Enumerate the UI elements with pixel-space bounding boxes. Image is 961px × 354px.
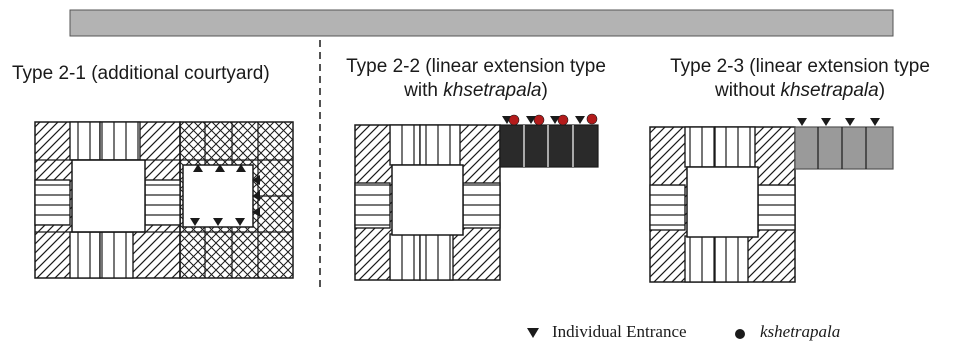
- legend-triangle-down-icon: [527, 328, 539, 338]
- legend-dot-icon: [735, 329, 745, 339]
- title-type-2-3-suffix: ): [878, 80, 886, 101]
- title-type-2-1-text: Type 2-1 (additional courtyard): [12, 63, 270, 84]
- entrance-triangle-icon: [215, 164, 225, 172]
- entrance-triangle-icon: [236, 164, 246, 172]
- title-type-2-3-prefix: without: [714, 80, 781, 101]
- plan-type-2-2: [354, 124, 599, 281]
- title-type-2-2-term: khsetrapala: [443, 80, 542, 101]
- kshetrapala-dots-type-2-2: [508, 113, 598, 126]
- title-type-2-1: Type 2-1 (additional courtyard): [12, 62, 270, 86]
- entrance-triangle-icon: [252, 207, 260, 217]
- entrance-triangle-icon: [821, 118, 831, 126]
- entrances-type-2-3: [797, 118, 880, 126]
- entrance-triangle-icon: [193, 164, 203, 172]
- entrance-triangle-icon: [575, 116, 585, 124]
- title-type-2-3-line1: Type 2-3 (linear extension type: [670, 56, 930, 77]
- title-type-2-3-line2: without khsetrapala): [650, 79, 950, 103]
- extension-block-grey: [794, 126, 894, 170]
- kshetrapala-dot-icon: [533, 114, 545, 126]
- legend-kshetrapala-label: kshetrapala: [760, 322, 841, 341]
- title-type-2-2-line1: Type 2-2 (linear extension type: [346, 56, 606, 77]
- kshetrapala-dot-icon: [586, 113, 598, 125]
- title-type-2-3: Type 2-3 (linear extension type without …: [650, 55, 950, 103]
- entrance-triangle-icon: [235, 218, 245, 226]
- entrance-triangle-icon: [845, 118, 855, 126]
- entrance-triangle-icon: [550, 116, 560, 124]
- plan-type-2-3: [649, 126, 894, 283]
- title-type-2-3-term: khsetrapala: [780, 80, 879, 101]
- title-type-2-2-line2: with khsetrapala): [326, 79, 626, 103]
- courtyard: [391, 164, 464, 236]
- courtyard-1: [71, 159, 146, 233]
- entrance-triangle-icon: [526, 116, 536, 124]
- entrance-triangle-icon: [252, 191, 260, 201]
- courtyard-2: [182, 164, 254, 228]
- entrances-type-2-1: [190, 164, 260, 226]
- courtyard: [686, 166, 759, 238]
- entrance-triangle-icon: [252, 175, 260, 185]
- entrance-triangle-icon: [797, 118, 807, 126]
- kshetrapala-dot-icon: [508, 114, 520, 126]
- entrance-triangle-icon: [870, 118, 880, 126]
- entrance-triangle-icon: [190, 218, 200, 226]
- top-bar: [69, 9, 894, 37]
- title-type-2-2-prefix: with: [404, 80, 444, 101]
- plan-type-2-1: [34, 121, 294, 279]
- title-type-2-2-suffix: ): [541, 80, 548, 101]
- legend-entrance-label: Individual Entrance: [552, 322, 687, 341]
- kshetrapala-dot-icon: [557, 114, 569, 126]
- extension-block-dark: [499, 124, 599, 168]
- title-type-2-2: Type 2-2 (linear extension type with khs…: [326, 55, 626, 103]
- entrance-triangle-icon: [213, 218, 223, 226]
